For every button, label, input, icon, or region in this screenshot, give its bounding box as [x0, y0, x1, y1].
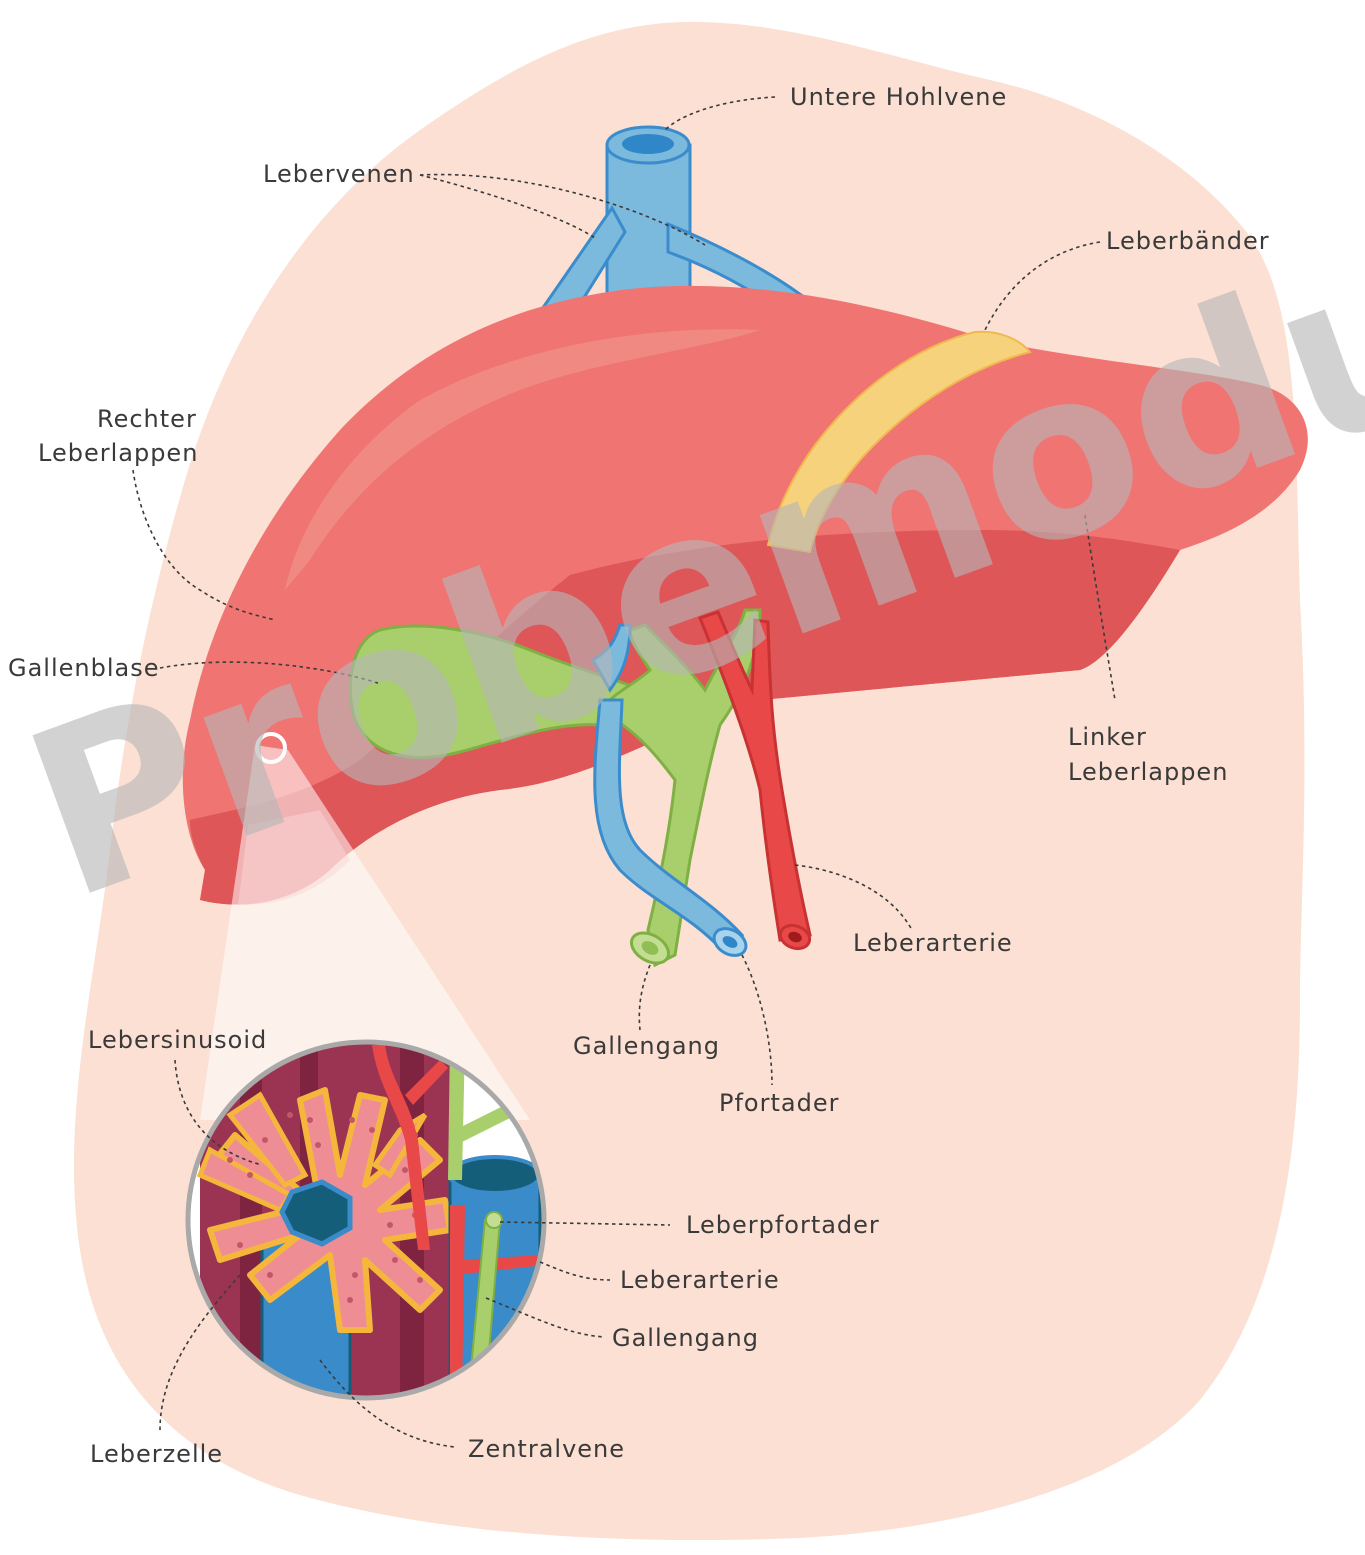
- label-rechter-leberlappen-line2: Leberlappen: [38, 436, 194, 470]
- label-pfortader: Pfortader: [719, 1086, 839, 1120]
- label-gallengang: Gallengang: [573, 1029, 720, 1063]
- label-lebersinusoid: Lebersinusoid: [88, 1023, 267, 1057]
- label-linker-leberlappen-line1: Linker: [1068, 720, 1147, 754]
- label-leberpfortader: Leberpfortader: [686, 1208, 880, 1242]
- label-gallenblase: Gallenblase: [8, 651, 160, 685]
- label-lebervenen: Lebervenen: [263, 157, 415, 191]
- label-zentralvene: Zentralvene: [468, 1432, 625, 1466]
- label-detail-leberarterie: Leberarterie: [620, 1263, 780, 1297]
- label-untere-hohlvene: Untere Hohlvene: [790, 80, 1007, 114]
- label-detail-gallengang: Gallengang: [612, 1321, 759, 1355]
- label-rechter-leberlappen-line1: Rechter: [97, 402, 194, 436]
- label-leberarterie: Leberarterie: [853, 926, 1013, 960]
- label-leberbaender: Leberbänder: [1106, 224, 1270, 258]
- central-vein-opening: [282, 1182, 350, 1244]
- label-linker-leberlappen-line2: Leberlappen: [1068, 755, 1228, 789]
- label-leberzelle: Leberzelle: [90, 1437, 223, 1471]
- detail-circle: [188, 1040, 548, 1400]
